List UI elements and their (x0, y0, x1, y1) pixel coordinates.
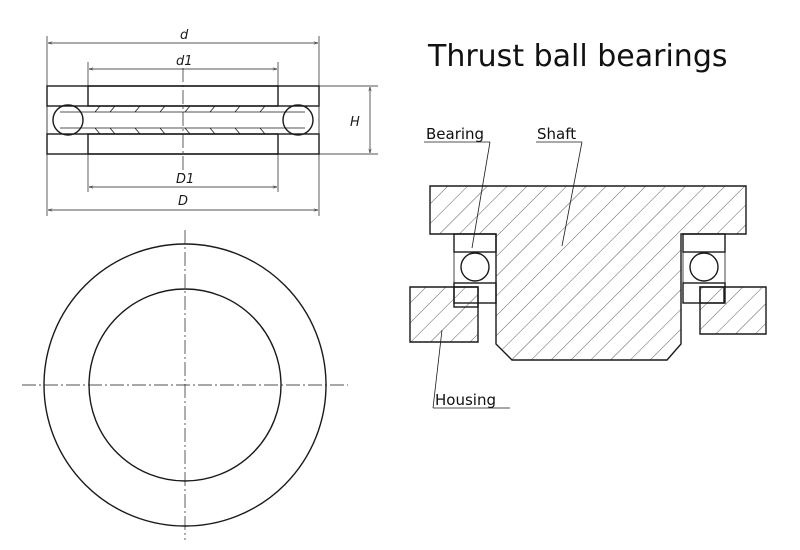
dimension-d1: d1 (87, 54, 279, 86)
dimension-H-label: H (350, 115, 360, 130)
bearing-plan-view (22, 230, 348, 540)
housing-left (409, 286, 479, 343)
dimension-D1-label: D1 (176, 172, 194, 187)
label-shaft: Shaft (537, 125, 576, 143)
ball-left (52, 104, 84, 136)
label-housing: Housing (435, 391, 496, 409)
bearing-left (453, 233, 497, 304)
dimension-H: H (319, 85, 378, 155)
assembly-section-view (409, 141, 767, 409)
dimension-D-label: D (178, 194, 188, 209)
dimension-d: d (46, 28, 320, 86)
ball-right (282, 104, 314, 136)
housing-right (699, 286, 767, 335)
label-bearing: Bearing (426, 125, 484, 143)
bearing-right (682, 233, 726, 304)
dimension-D: D (46, 154, 320, 216)
bearing-section-view (46, 68, 320, 178)
drawing-title: Thrust ball bearings (427, 39, 728, 74)
dimension-d1-label: d1 (176, 54, 193, 69)
dimension-d-label: d (180, 28, 189, 43)
dimension-D1: D1 (87, 154, 279, 192)
